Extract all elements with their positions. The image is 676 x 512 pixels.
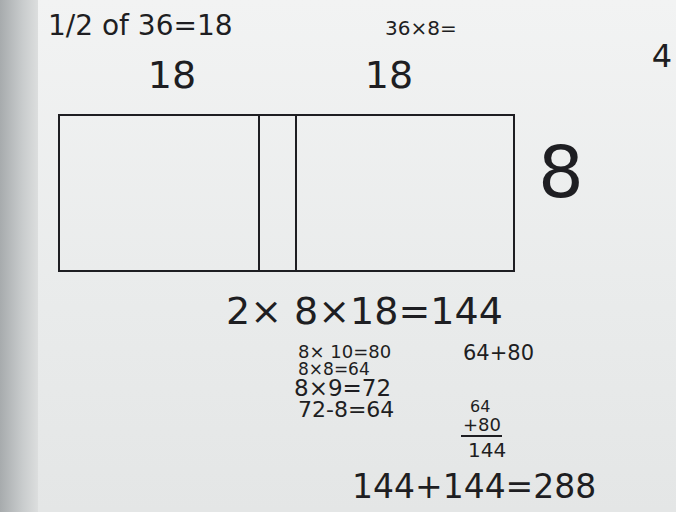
handwritten-note: 2× 8×18=144 — [226, 292, 503, 330]
handwritten-note: 8×9=72 — [294, 377, 391, 400]
handwritten-note: 4 — [652, 40, 672, 72]
bar-half: 18 — [60, 116, 260, 270]
bar-model: 81818 — [58, 114, 515, 272]
handwritten-note: 64 — [470, 399, 490, 415]
whiteboard-frame — [0, 0, 38, 512]
bar-height-label: 8 — [538, 136, 584, 208]
bar-length-label: 18 — [365, 56, 413, 94]
bar-length-label: 18 — [148, 56, 196, 94]
handwritten-note: +80 — [463, 416, 501, 434]
handwritten-note: 64+80 — [463, 343, 534, 364]
handwritten-note: 36×8= — [385, 18, 457, 38]
handwritten-note: 8× 10=80 — [298, 343, 391, 361]
bar-half: 18 — [295, 116, 513, 270]
handwritten-note: 8×8=64 — [298, 361, 370, 378]
sum-rule — [461, 435, 502, 437]
handwritten-note: 72-8=64 — [298, 399, 394, 421]
handwritten-note: 1/2 of 36=18 — [48, 12, 233, 40]
handwritten-note: 144+144=288 — [352, 470, 596, 503]
handwritten-note: 144 — [468, 440, 506, 460]
